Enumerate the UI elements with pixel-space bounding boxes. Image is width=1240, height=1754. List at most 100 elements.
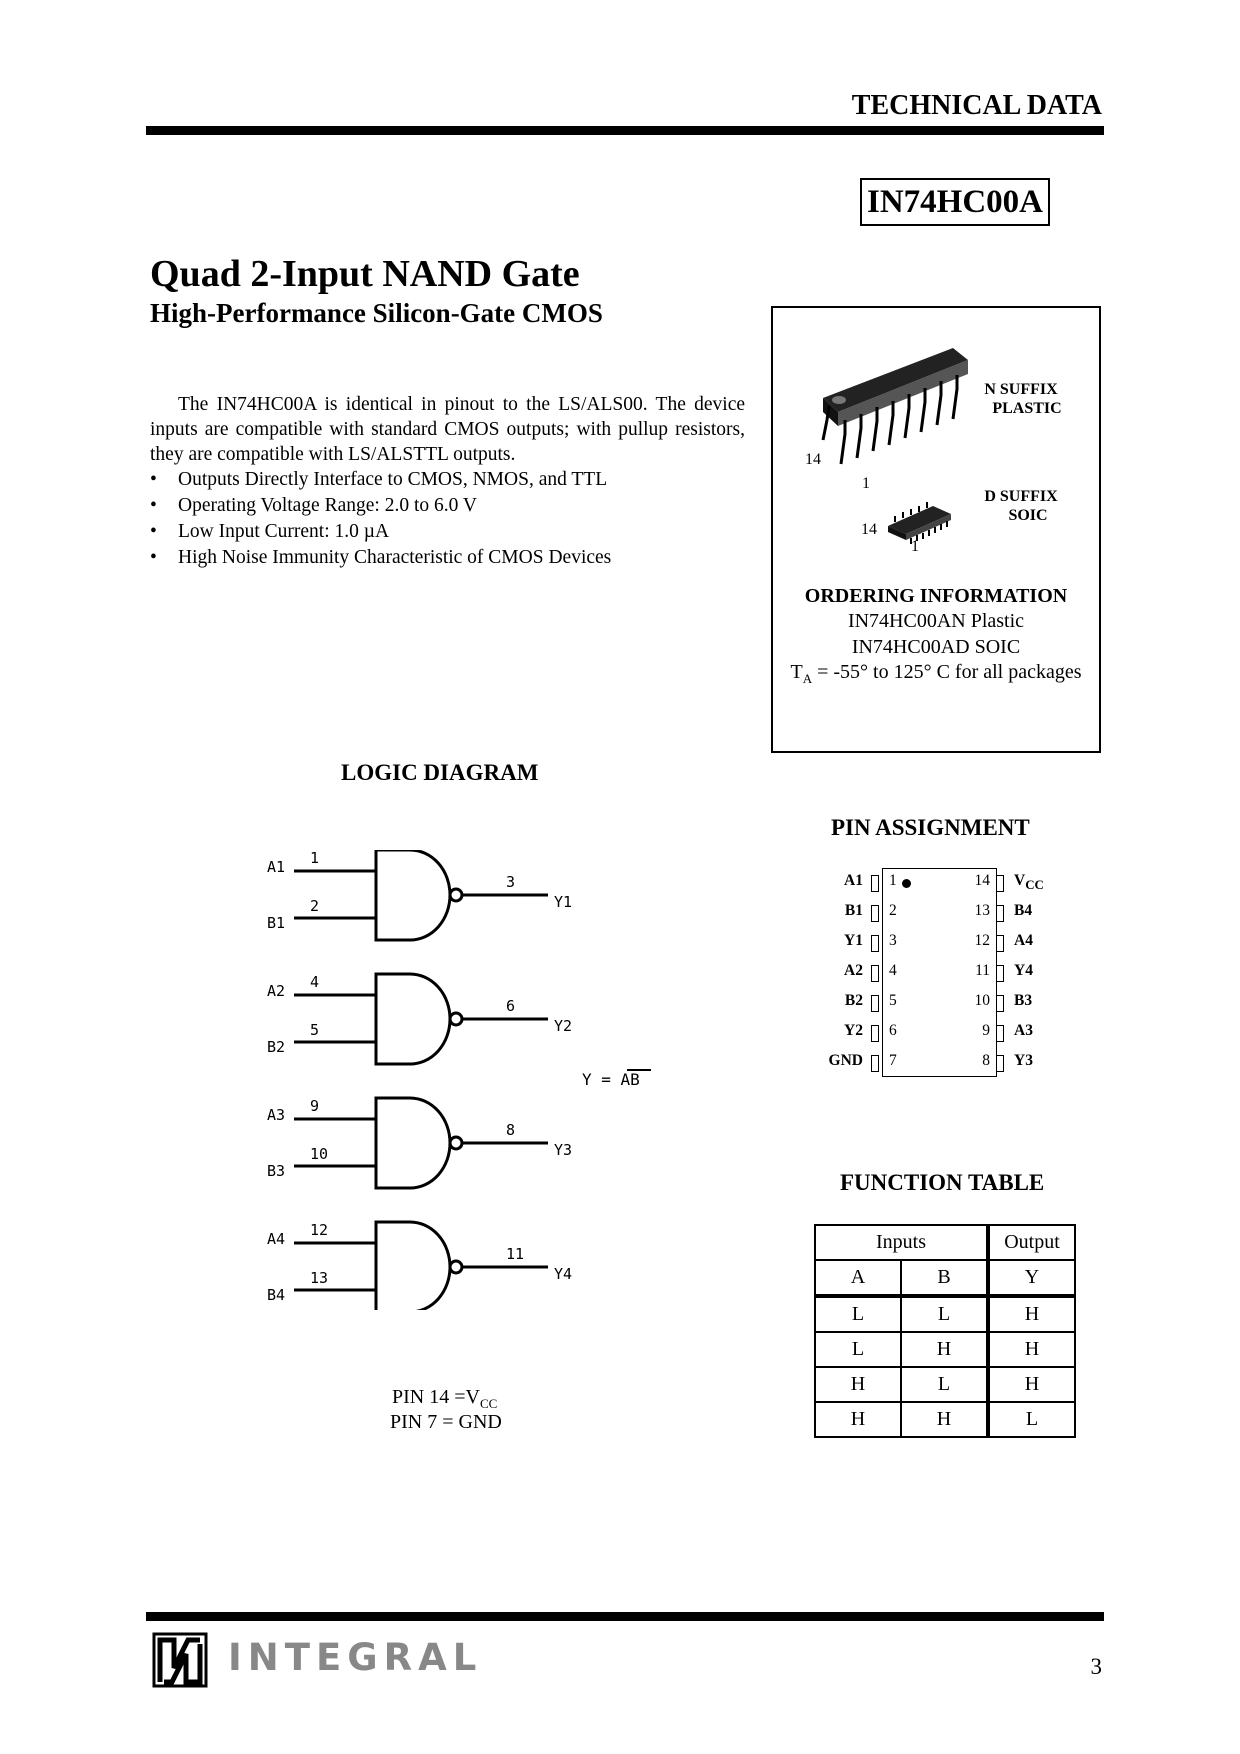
soic-package-icon (888, 502, 951, 544)
pin-a-number: 9 (310, 1097, 320, 1115)
output-label: Y4 (554, 1265, 573, 1283)
logic-diagram (294, 850, 548, 1310)
pin-a-number: 4 (310, 973, 320, 991)
pin-number-right: 10 (974, 992, 991, 1009)
integral-logo-text: INTEGRAL (228, 1636, 483, 1679)
cell: H (986, 1366, 1076, 1403)
pin-lead-right (996, 1025, 1004, 1042)
dip-pin-14: 14 (805, 451, 821, 468)
pin-name-right: A4 (1014, 932, 1033, 949)
pin-lead-left (871, 1055, 879, 1072)
package-illustrations (821, 348, 968, 544)
cell: L (814, 1295, 902, 1333)
pin-number-right: 13 (974, 902, 991, 919)
nand-gate (374, 850, 452, 942)
equation-overline (627, 1069, 651, 1071)
pin-a-number: 12 (310, 1221, 329, 1239)
pin-lead-right (996, 995, 1004, 1012)
pin-name-left: GND (828, 1052, 863, 1069)
header-a: A (814, 1259, 902, 1297)
pin-name-right: Y4 (1014, 962, 1033, 979)
table-header-row: A B Y (814, 1259, 1076, 1297)
feature-item: High Noise Immunity Characteristic of CM… (150, 545, 611, 571)
pin-a-number: 1 (310, 849, 320, 867)
inputs-header: Inputs (814, 1224, 989, 1261)
nand-gate (374, 1220, 452, 1310)
cell: H (986, 1295, 1076, 1333)
pin-number-right: 14 (974, 872, 991, 889)
pin14-sub: CC (479, 1396, 498, 1411)
pin-number-right: 11 (975, 962, 990, 979)
cell: L (900, 1295, 989, 1333)
pin-y-number: 3 (506, 873, 516, 891)
n-suffix-label: N SUFFIX PLASTIC (968, 380, 1074, 418)
equation-text: Y = AB (582, 1070, 640, 1089)
cell: H (814, 1366, 902, 1403)
pin-number-left: 5 (889, 992, 897, 1009)
header-b: B (900, 1259, 989, 1297)
description: The IN74HC00A is identical in pinout to … (150, 392, 745, 467)
pin-b-number: 10 (310, 1145, 329, 1163)
nand-gate (374, 972, 452, 1066)
pin-number-right: 9 (982, 1022, 990, 1039)
pin1-marker (902, 879, 911, 888)
ordering-title: ORDERING INFORMATION (804, 585, 1068, 607)
header-y: Y (986, 1259, 1076, 1297)
pin-b-number: 2 (310, 897, 320, 915)
pin-y-number: 6 (506, 997, 516, 1015)
page-number: 3 (1090, 1654, 1103, 1679)
header-rule (146, 126, 1104, 135)
feature-item: Low Input Current: 1.0 µA (150, 519, 611, 545)
dip-pin-1: 1 (862, 475, 870, 492)
pin-lead-right (996, 1055, 1004, 1072)
ta-rest: = -55° to 125° C for all packages (812, 661, 1082, 683)
n-type: PLASTIC (992, 400, 1062, 417)
pin7-note: PIN 7 = GND (390, 1411, 502, 1433)
page-subtitle: High-Performance Silicon-Gate CMOS (150, 298, 603, 328)
pin-lead-right (996, 905, 1004, 922)
pin-lead-right (996, 965, 1004, 982)
pin-name-left: Y2 (844, 1022, 863, 1039)
pin-lead-left (871, 965, 879, 982)
pin-lead-left (871, 1025, 879, 1042)
cell: H (814, 1401, 902, 1438)
pin-name-left: B1 (844, 902, 863, 919)
pin-number-left: 1 (889, 872, 897, 889)
pin-lead-left (871, 935, 879, 952)
soic-pin-1: 1 (911, 538, 919, 555)
pin-name-sub: CC (1025, 877, 1044, 893)
part-number: IN74HC00A (860, 178, 1050, 226)
input-b-label: B3 (267, 1162, 286, 1180)
pin-b-number: 13 (310, 1269, 329, 1287)
inversion-bubble (448, 1011, 464, 1027)
pin-number-left: 4 (889, 962, 897, 979)
input-a-label: A2 (267, 982, 286, 1000)
pin-name-right: B4 (1014, 902, 1033, 919)
integral-logo-icon (152, 1632, 208, 1688)
cell: L (986, 1401, 1076, 1438)
pin-assignment-title: PIN ASSIGNMENT (831, 815, 1030, 840)
page-title: Quad 2-Input NAND Gate (150, 253, 580, 295)
inversion-bubble (448, 887, 464, 903)
function-table-title: FUNCTION TABLE (840, 1170, 1045, 1195)
d-type: SOIC (1008, 507, 1048, 524)
pin-name-left: A2 (844, 962, 863, 979)
inversion-bubble (448, 1259, 464, 1275)
pin14-note: PIN 14 =VCC (392, 1386, 497, 1412)
cell: L (900, 1366, 989, 1403)
dip-package-icon (821, 348, 968, 465)
logic-equation: Y = AB (582, 1070, 640, 1089)
logic-diagram-title: LOGIC DIAGRAM (341, 760, 539, 785)
pin-name-right: B3 (1014, 992, 1033, 1009)
pin-number-right: 12 (974, 932, 991, 949)
ordering-line-1: IN74HC00AN Plastic (847, 610, 1025, 632)
input-b-label: B1 (267, 914, 286, 932)
n-suffix: N SUFFIX (984, 381, 1058, 398)
pin-b-number: 5 (310, 1021, 320, 1039)
pin-lead-right (996, 935, 1004, 952)
